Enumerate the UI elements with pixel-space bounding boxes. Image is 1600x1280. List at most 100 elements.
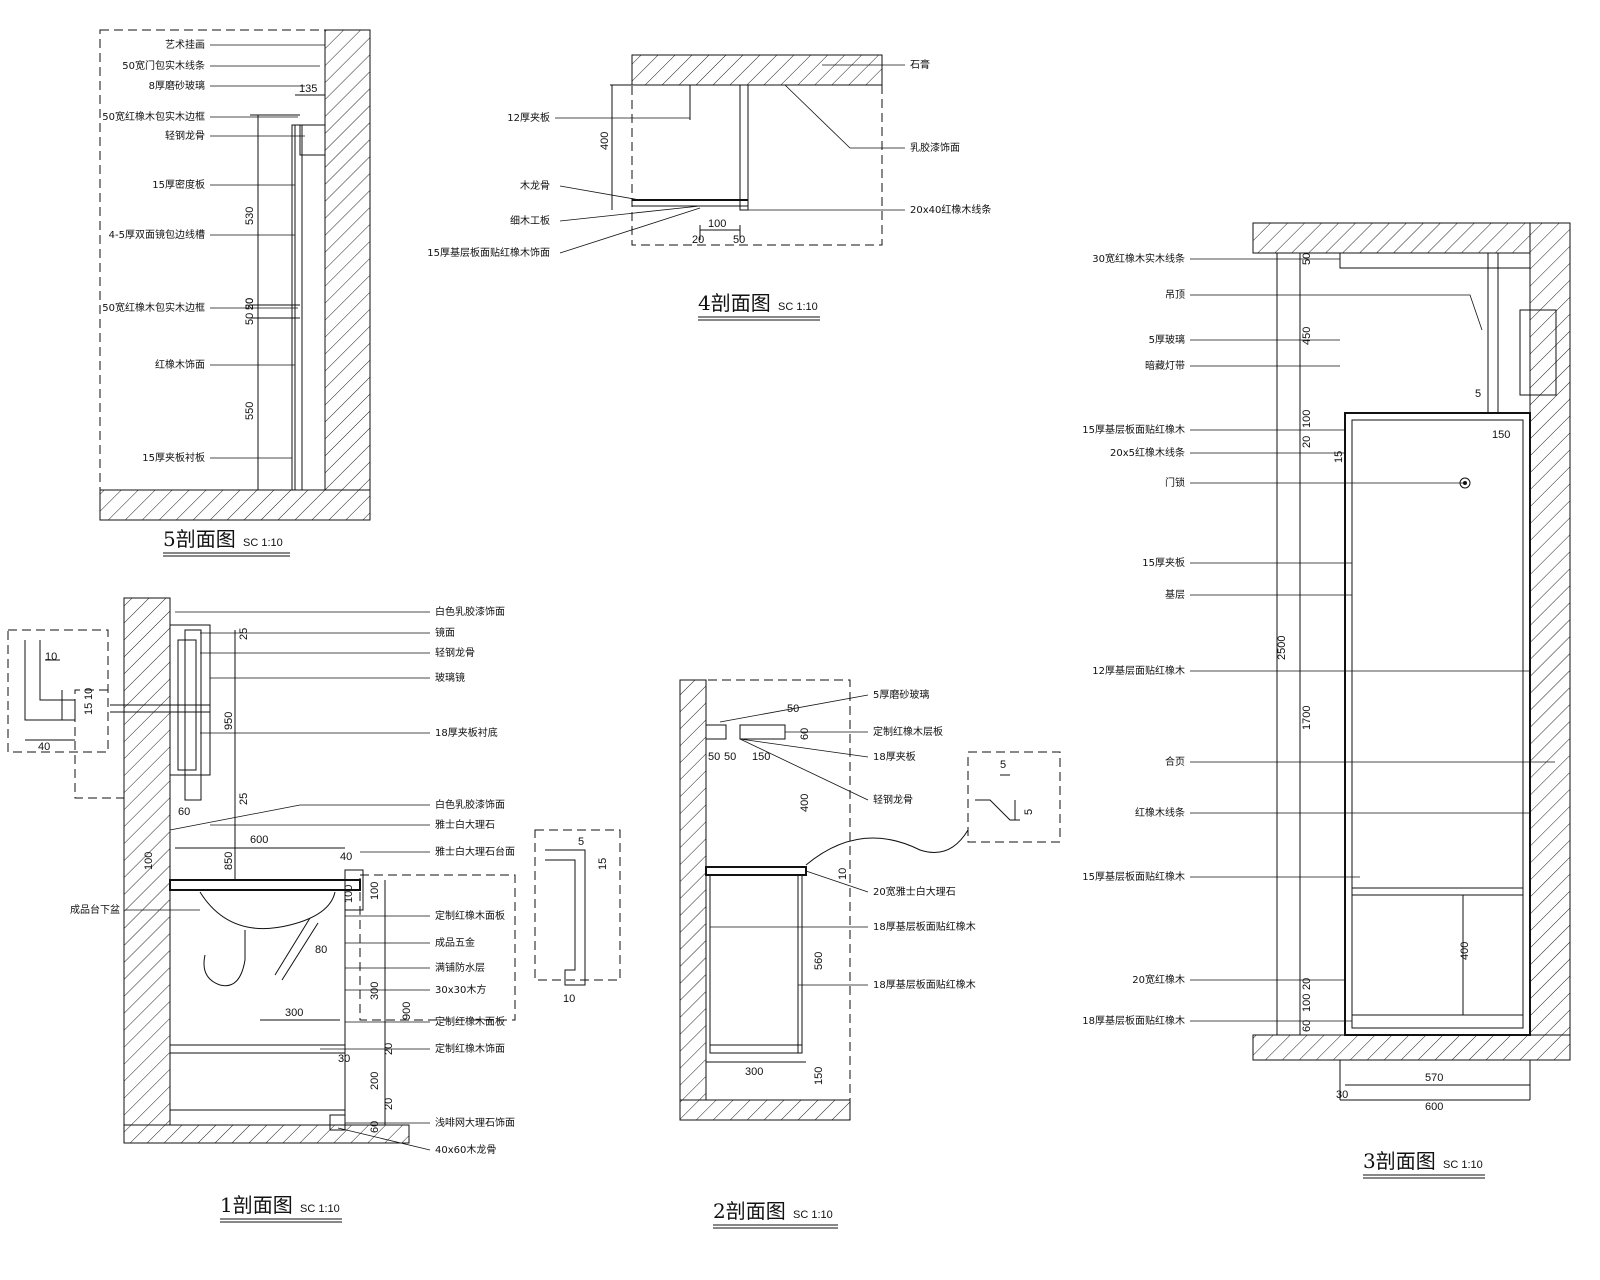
dim: 30 bbox=[338, 1053, 350, 1065]
wall bbox=[1529, 222, 1571, 1061]
svg-text:8厚磨砂玻璃: 8厚磨砂玻璃 bbox=[149, 79, 205, 92]
section-5: 50 135 530 20 50 550 艺术挂画 50宽门包实木线条 8厚磨砂… bbox=[99, 29, 371, 557]
dim: 100 bbox=[1301, 410, 1313, 428]
svg-text:细木工板: 细木工板 bbox=[510, 214, 550, 227]
labels: 5厚磨砂玻璃 定制红橡木层板 18厚夹板 轻钢龙骨 20宽雅士白大理石 18厚基… bbox=[873, 688, 976, 991]
svg-text:30宽红橡木实木线条: 30宽红橡木实木线条 bbox=[1092, 252, 1185, 265]
svg-text:轻钢龙骨: 轻钢龙骨 bbox=[165, 129, 205, 142]
dim: 20 bbox=[383, 1098, 395, 1110]
dim: 80 bbox=[315, 944, 327, 956]
labels: 白色乳胶漆饰面 镜面 轻钢龙骨 玻璃镜 18厚夹板衬底 白色乳胶漆饰面 雅士白大… bbox=[70, 605, 515, 1156]
section-scale: SC 1:10 bbox=[300, 1203, 340, 1215]
section-title: 4剖面图 bbox=[698, 291, 771, 315]
floor bbox=[99, 489, 371, 521]
svg-text:5厚磨砂玻璃: 5厚磨砂玻璃 bbox=[873, 688, 929, 701]
dim: 100 bbox=[343, 885, 355, 903]
svg-text:18厚基层板面贴红橡木: 18厚基层板面贴红橡木 bbox=[1082, 1014, 1185, 1027]
svg-text:红橡木饰面: 红橡木饰面 bbox=[155, 358, 205, 371]
dim: 400 bbox=[599, 132, 611, 150]
svg-text:18厚基层板面贴红橡木: 18厚基层板面贴红橡木 bbox=[873, 920, 976, 933]
svg-text:石膏: 石膏 bbox=[910, 58, 930, 71]
svg-text:木龙骨: 木龙骨 bbox=[520, 179, 550, 192]
dim: 5 bbox=[1000, 759, 1006, 771]
section-2: 50 50 50 150 60 400 10 560 300 150 5 5 5… bbox=[679, 679, 1061, 1229]
svg-text:暗藏灯带: 暗藏灯带 bbox=[1145, 359, 1185, 372]
section-title: 1剖面图 bbox=[220, 1193, 293, 1217]
svg-text:50宽红橡木包实木边框: 50宽红橡木包实木边框 bbox=[102, 301, 205, 314]
dim: 25 bbox=[238, 793, 250, 805]
dim: 100 bbox=[369, 882, 381, 900]
svg-text:18厚夹板: 18厚夹板 bbox=[873, 750, 916, 763]
dim: 25 bbox=[238, 628, 250, 640]
svg-text:满铺防水层: 满铺防水层 bbox=[435, 961, 485, 974]
svg-text:基层: 基层 bbox=[1165, 588, 1185, 601]
svg-text:15厚夹板衬板: 15厚夹板衬板 bbox=[142, 451, 205, 464]
labels: 30宽红橡木实木线条 吊顶 5厚玻璃 暗藏灯带 15厚基层板面贴红橡木 20x5… bbox=[1082, 252, 1185, 1027]
leaders bbox=[125, 611, 431, 1151]
section-1: 10 15 10 40 5 15 10 25 950 bbox=[7, 597, 621, 1223]
dim: 600 bbox=[250, 834, 268, 846]
floor bbox=[679, 1099, 851, 1121]
svg-text:40x60木龙骨: 40x60木龙骨 bbox=[435, 1143, 496, 1156]
dim: 300 bbox=[285, 1007, 303, 1019]
dim: 5 bbox=[1475, 388, 1481, 400]
dim: 30 bbox=[1336, 1089, 1348, 1101]
svg-text:雅士白大理石: 雅士白大理石 bbox=[435, 818, 495, 831]
dim: 300 bbox=[369, 982, 381, 1000]
svg-text:20x40红橡木线条: 20x40红橡木线条 bbox=[910, 203, 991, 216]
dim: 50 bbox=[724, 751, 736, 763]
dim: 60 bbox=[1301, 1020, 1313, 1032]
dim: 100 bbox=[143, 852, 155, 870]
leaders bbox=[1190, 258, 1555, 1022]
svg-text:红橡木线条: 红橡木线条 bbox=[1135, 806, 1185, 819]
dim: 20 bbox=[1301, 978, 1313, 990]
dim: 400 bbox=[799, 794, 811, 812]
labels: 石膏 12厚夹板 木龙骨 细木工板 15厚基层板面贴红橡木饰面 20x40红橡木… bbox=[427, 58, 991, 259]
dim: 10 bbox=[837, 868, 849, 880]
dim: 150 bbox=[813, 1067, 825, 1085]
svg-text:定制红橡木面板: 定制红橡木面板 bbox=[435, 909, 505, 922]
dim: 20 bbox=[244, 298, 256, 310]
dim: 2500 bbox=[1276, 636, 1288, 660]
svg-text:12厚夹板: 12厚夹板 bbox=[507, 111, 550, 124]
svg-text:20宽红橡木: 20宽红橡木 bbox=[1132, 973, 1185, 986]
section-title: 5剖面图 bbox=[163, 527, 236, 551]
dim: 400 bbox=[1459, 942, 1471, 960]
leaders bbox=[210, 44, 325, 459]
section-scale: SC 1:10 bbox=[778, 301, 818, 313]
svg-text:门锁: 门锁 bbox=[1165, 476, 1185, 489]
dim: 10 bbox=[83, 688, 95, 700]
svg-text:乳胶漆饰面: 乳胶漆饰面 bbox=[910, 141, 960, 154]
svg-text:成品台下盆: 成品台下盆 bbox=[70, 903, 120, 916]
labels: 艺术挂画 50宽门包实木线条 8厚磨砂玻璃 50宽红橡木包实木边框 轻钢龙骨 1… bbox=[102, 38, 205, 464]
svg-text:15厚夹板: 15厚夹板 bbox=[1142, 556, 1185, 569]
svg-text:18厚基层板面贴红橡木: 18厚基层板面贴红橡木 bbox=[873, 978, 976, 991]
dim: 550 bbox=[244, 402, 256, 420]
dim: 850 bbox=[223, 852, 235, 870]
dim: 20 bbox=[1301, 436, 1313, 448]
dim: 50 bbox=[244, 313, 256, 325]
dim: 1700 bbox=[1301, 706, 1313, 730]
dim: 530 bbox=[244, 207, 256, 225]
wall bbox=[123, 597, 171, 1139]
dim: 600 bbox=[1425, 1101, 1443, 1113]
svg-text:15厚基层板面贴红橡木: 15厚基层板面贴红橡木 bbox=[1082, 870, 1185, 883]
svg-text:12厚基层面贴红橡木: 12厚基层面贴红橡木 bbox=[1092, 664, 1185, 677]
dim: 100 bbox=[1301, 994, 1313, 1012]
svg-text:18厚夹板衬底: 18厚夹板衬底 bbox=[435, 726, 498, 739]
section-4: 400 100 20 50 石膏 12厚夹板 木龙骨 细木工板 15厚基层板面贴… bbox=[427, 54, 991, 321]
dim: 50 bbox=[244, 298, 256, 310]
svg-text:玻璃镜: 玻璃镜 bbox=[435, 671, 465, 684]
floor bbox=[123, 1124, 410, 1144]
dim: 10 bbox=[563, 993, 575, 1005]
dim: 150 bbox=[752, 751, 770, 763]
section-3: 50 450 5 100 20 150 15 2500 1700 400 20 … bbox=[1082, 222, 1571, 1179]
svg-text:定制红橡木面板: 定制红橡木面板 bbox=[435, 1015, 505, 1028]
dim: 950 bbox=[223, 712, 235, 730]
wall bbox=[324, 29, 371, 491]
dim: 570 bbox=[1425, 1072, 1443, 1084]
svg-text:15厚密度板: 15厚密度板 bbox=[152, 178, 205, 191]
section-title: 3剖面图 bbox=[1363, 1149, 1436, 1173]
svg-text:30x30木方: 30x30木方 bbox=[435, 983, 486, 996]
